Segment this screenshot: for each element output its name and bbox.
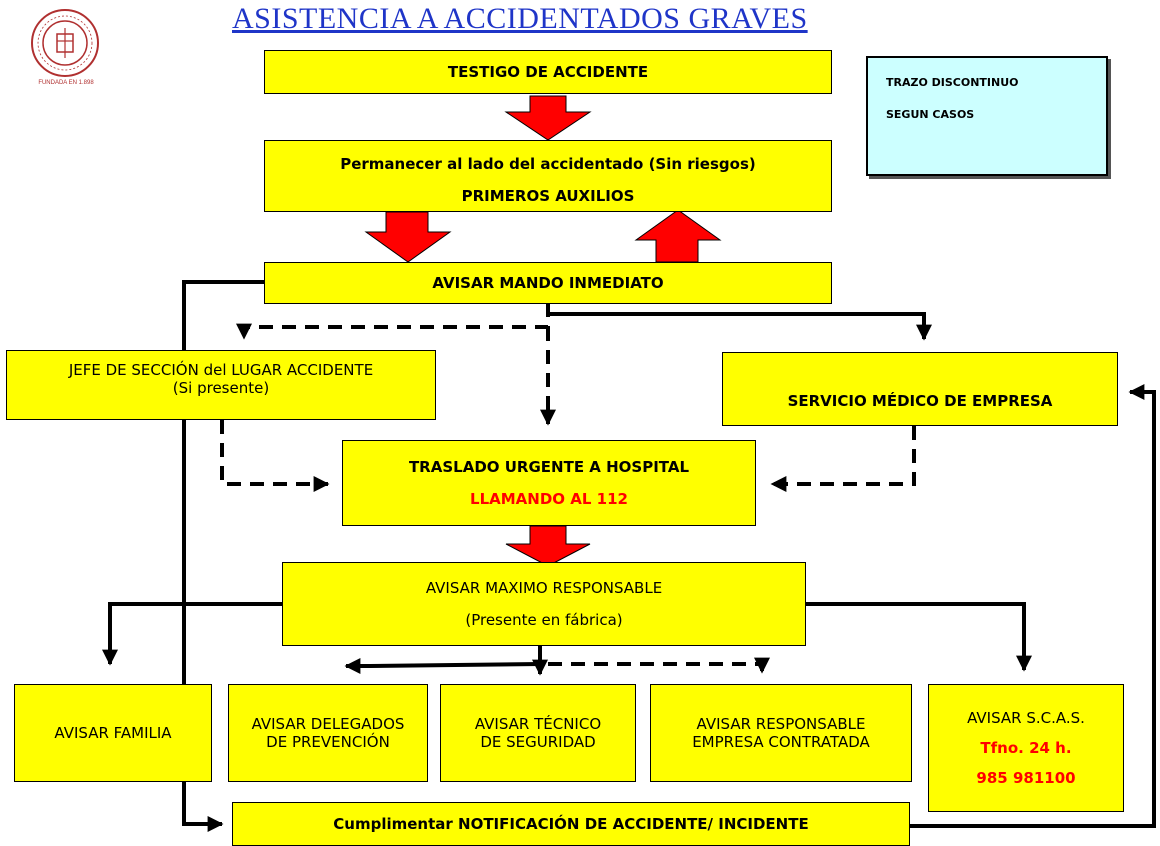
box-avisar-mando: AVISAR MANDO INMEDIATO: [264, 262, 832, 304]
box-testigo-text: TESTIGO DE ACCIDENTE: [447, 63, 649, 81]
box-delegados-text: AVISAR DELEGADOS DE PREVENCIÓN: [251, 715, 405, 751]
box-traslado-line2: LLAMANDO AL 112: [470, 490, 628, 508]
box-permanecer-line1: Permanecer al lado del accidentado (Sin …: [340, 155, 756, 173]
dashed-mando-to-jefe: [236, 303, 550, 340]
box-tecnico-text: AVISAR TÉCNICO DE SEGURIDAD: [474, 715, 602, 751]
box-avisar-delegados: AVISAR DELEGADOS DE PREVENCIÓN: [228, 684, 428, 782]
red-arrow-down-2: [364, 211, 452, 263]
box-familia-text: AVISAR FAMILIA: [54, 724, 172, 742]
box-scas-line3: 985 981100: [976, 769, 1076, 787]
box-servicio-medico-text: SERVICIO MÉDICO DE EMPRESA: [787, 392, 1053, 410]
legend-label-dashed: TRAZO DISCONTINUO: [886, 76, 1019, 89]
box-traslado: TRASLADO URGENTE A HOSPITAL LLAMANDO AL …: [342, 440, 756, 526]
box-avisar-scas: AVISAR S.C.A.S. Tfno. 24 h. 985 981100: [928, 684, 1124, 812]
solid-mando-to-servicio: [548, 312, 932, 341]
box-notificacion: Cumplimentar NOTIFICACIÓN DE ACCIDENTE/ …: [232, 802, 910, 846]
page-title: ASISTENCIA A ACCIDENTADOS GRAVES: [232, 2, 808, 35]
box-jefe-seccion: JEFE DE SECCIÓN del LUGAR ACCIDENTE (Si …: [6, 350, 436, 420]
box-servicio-medico: SERVICIO MÉDICO DE EMPRESA: [722, 352, 1118, 426]
box-notificacion-text: Cumplimentar NOTIFICACIÓN DE ACCIDENTE/ …: [333, 815, 809, 833]
box-maximo-responsable: AVISAR MAXIMO RESPONSABLE (Presente en f…: [282, 562, 806, 646]
box-permanecer: Permanecer al lado del accidentado (Sin …: [264, 140, 832, 212]
box-avisar-familia: AVISAR FAMILIA: [14, 684, 212, 782]
solid-maximo-to-scas: [806, 602, 1032, 672]
box-avisar-tecnico: AVISAR TÉCNICO DE SEGURIDAD: [440, 684, 636, 782]
box-jefe-line2: (Si presente): [172, 379, 270, 397]
red-arrow-up: [634, 209, 722, 263]
solid-to-delegados: [344, 658, 541, 674]
box-maximo-line1: AVISAR MAXIMO RESPONSABLE: [425, 579, 663, 597]
box-avisar-contratada: AVISAR RESPONSABLE EMPRESA CONTRATADA: [650, 684, 912, 782]
red-arrow-down-3: [505, 525, 591, 567]
dashed-to-contratada: [548, 657, 770, 674]
box-maximo-line2: (Presente en fábrica): [465, 611, 623, 629]
dashed-servicio-to-traslado: [770, 426, 916, 492]
legend-box: TRAZO DISCONTINUO SEGUN CASOS: [866, 56, 1108, 176]
box-testigo-accidente: TESTIGO DE ACCIDENTE: [264, 50, 832, 94]
solid-maximo-to-familia: [102, 602, 282, 666]
company-seal-logo: [31, 9, 99, 77]
box-contratada-text: AVISAR RESPONSABLE EMPRESA CONTRATADA: [692, 715, 870, 751]
logo-caption: FUNDADA EN 1.898: [38, 80, 94, 86]
solid-notificacion-to-servicio: [910, 384, 1156, 828]
red-arrow-down-1: [504, 95, 592, 141]
legend-label-cases: SEGUN CASOS: [886, 108, 975, 121]
box-traslado-line1: TRASLADO URGENTE A HOSPITAL: [408, 458, 690, 476]
box-avisar-mando-text: AVISAR MANDO INMEDIATO: [432, 274, 664, 292]
box-scas-line1: AVISAR S.C.A.S.: [967, 709, 1085, 727]
box-scas-line2: Tfno. 24 h.: [980, 739, 1072, 757]
dashed-jefe-to-traslado: [220, 420, 330, 492]
solid-mando-to-notificacion: [182, 280, 264, 832]
box-permanecer-line2: PRIMEROS AUXILIOS: [461, 187, 635, 205]
box-jefe-line1: JEFE DE SECCIÓN del LUGAR ACCIDENTE: [68, 361, 374, 379]
